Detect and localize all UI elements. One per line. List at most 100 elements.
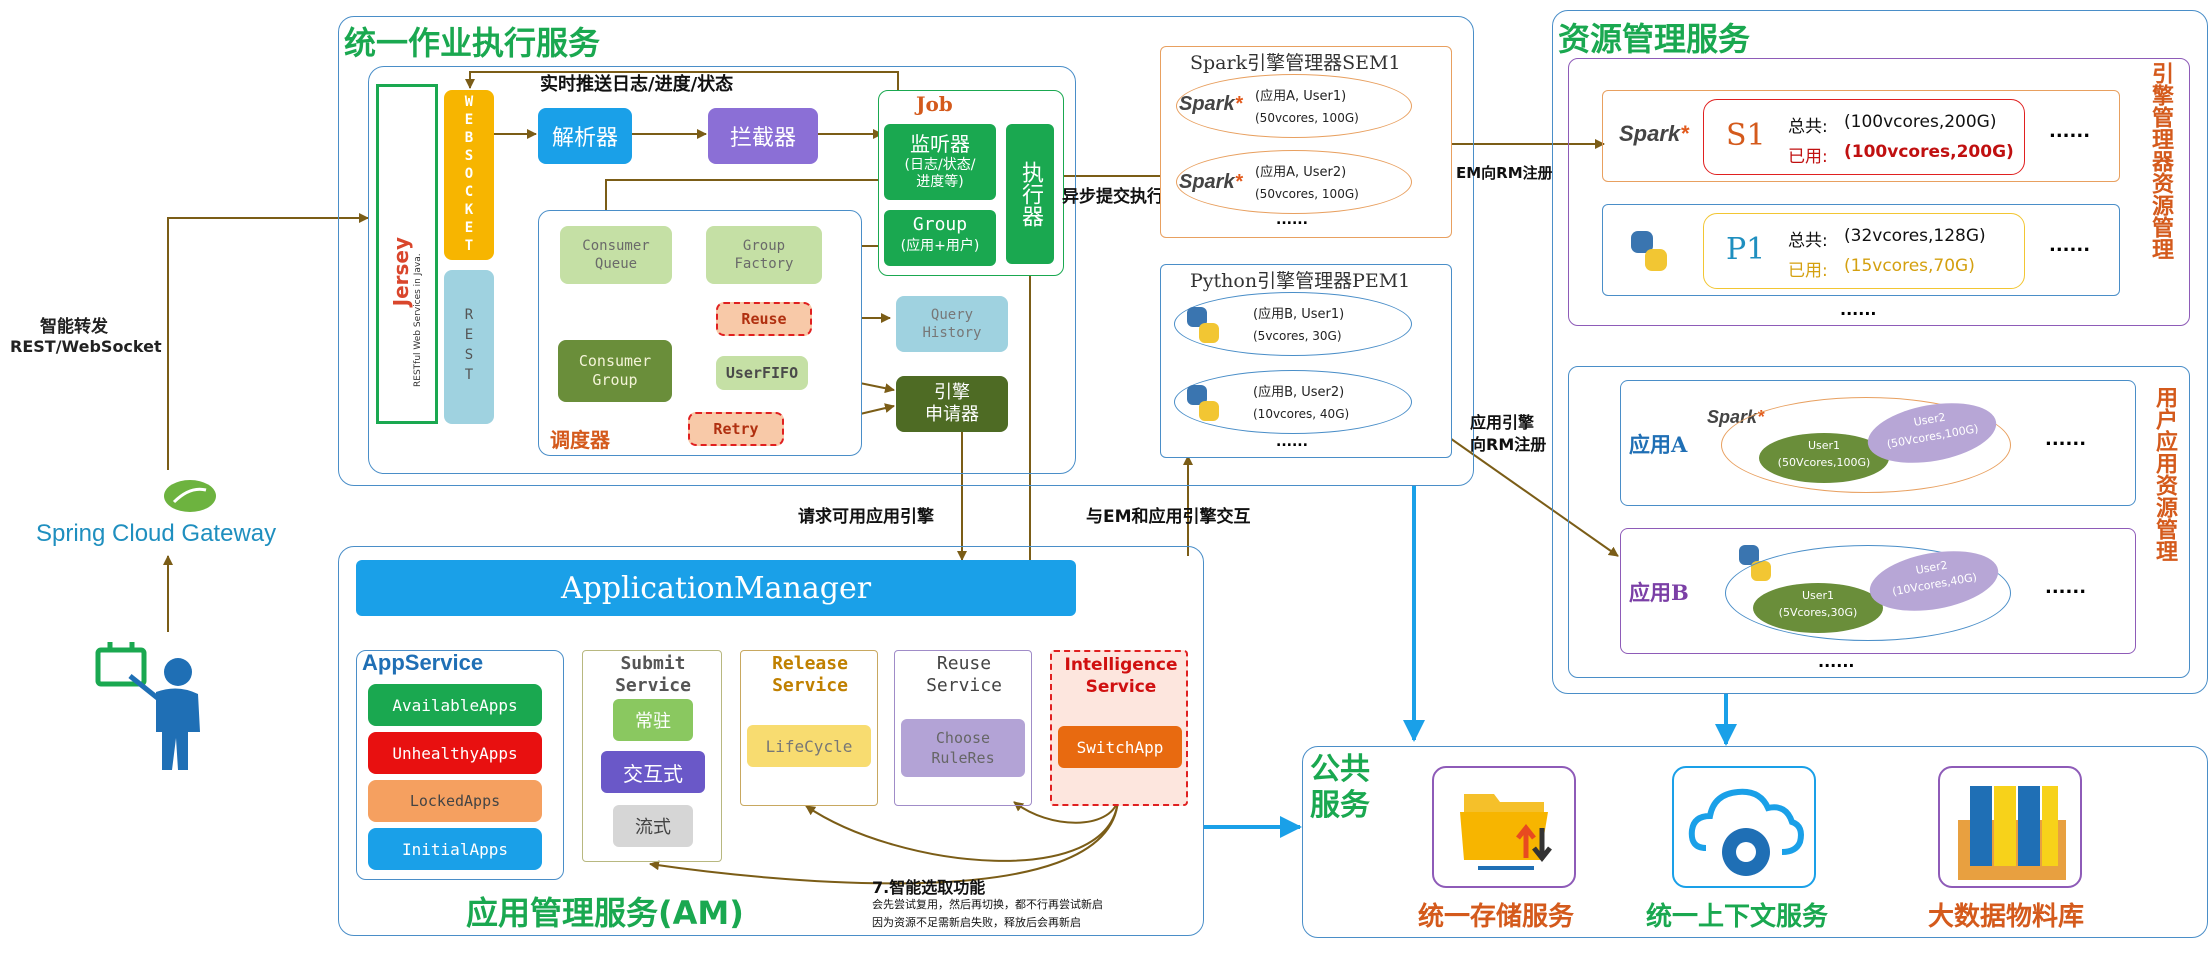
python-em-more: ...... [1276,434,1308,450]
public-panel [1302,746,2208,938]
engine-res-panel [1568,58,2190,326]
app-service-title: AppService [362,650,484,675]
gateway-forward-label: 智能转发 [40,317,108,337]
interact-label: 与EM和应用引擎交互 [1086,507,1251,527]
release-service-panel: Release Service LifeCycle [740,650,878,806]
am-title: 应用管理服务(AM) [466,894,744,932]
spark-engine-2[interactable]: Spark* (应用A, User2) (50vcores, 100G) [1176,150,1412,214]
user-res-panel [1568,366,2190,678]
lifecycle-box[interactable]: LifeCycle [747,725,871,767]
spark-em-more: ...... [1276,212,1308,228]
retry-box[interactable]: Retry [688,412,784,446]
python-logo-icon [1631,231,1667,271]
app-b-row: 应用B User1(5Vcores,30G) User2(10Vcores,40… [1620,528,2136,654]
entrance-panel [368,66,1076,474]
reuse-service-panel: Reuse Service Choose RuleRes [894,650,1032,806]
python-engine-2[interactable]: (应用B, User2) (10vcores, 40G) [1174,370,1412,434]
async-submit-label: 异步提交执行 [1062,187,1164,207]
context-tile[interactable] [1672,766,1816,888]
user-fifo-box[interactable]: UserFIFO [716,356,808,390]
context-label: 统一上下文服务 [1646,902,1829,932]
jersey-logo: Jersey [389,237,413,307]
user-res-more: ...... [1818,652,1855,671]
arrow-smart-submit [649,799,1119,885]
arrow-listener-queue [601,179,882,223]
job-title: Job [916,92,953,116]
s1-box[interactable]: S1 总共: (100vcores,200G) 已用: (100vcores,2… [1703,99,2025,175]
query-history-box[interactable]: Query History [896,296,1008,352]
unified-job-panel [338,16,1474,486]
user-res-title: 用户应用资源管理 [2152,386,2177,562]
s1-row: Spark* S1 总共: (100vcores,200G) 已用: (100v… [1602,90,2120,182]
request-engine-label: 请求可用应用引擎 [798,507,934,527]
parser-box[interactable]: 解析器 [538,108,632,164]
engine-res-title: 引擎管理器资源管理 [2148,62,2173,260]
user-icon [90,640,220,770]
arrow-smart-lifecycle [805,799,1119,862]
em-register-label: EM向RM注册 [1456,164,1553,182]
engine-res-more: ...... [1840,300,1877,319]
switch-app-box[interactable]: SwitchApp [1058,726,1182,768]
scheduler-label: 调度器 [550,428,610,452]
gateway-label: Spring Cloud Gateway [36,520,277,547]
group-box[interactable]: Group (应用+用户) [884,210,996,266]
binders-icon [1958,786,2066,880]
app-b-user1[interactable]: User1(5Vcores,30G) [1753,583,1883,633]
app-service-panel [356,650,564,880]
group-factory-box[interactable]: Group Factory [706,226,822,284]
unified-job-title: 统一作业执行服务 [344,24,601,62]
python-em-title: Python引擎管理器PEM1 [1190,270,1411,292]
spark-engine-1[interactable]: Spark* (应用A, User1) (50vcores, 100G) [1176,74,1412,138]
consumer-queue-box[interactable]: Consumer Queue [560,226,672,284]
listener-box[interactable]: 监听器 (日志/状态/ 进度等) [884,124,996,200]
intelligence-service-panel: Intelligence Service SwitchApp [1050,650,1188,806]
consumer-group-box[interactable]: Consumer Group [558,340,672,402]
jersey-sub: RESTful Web Services in Java. [413,253,423,387]
smart-select-line1: 会先尝试复用，然后再切换，都不行再尝试新启 [872,898,1103,911]
resource-panel [1552,10,2208,694]
application-manager-bar[interactable]: ApplicationManager [356,560,1076,616]
spark-logo-icon: Spark* [1179,93,1243,115]
initial-apps-box[interactable]: InitialApps [368,828,542,870]
choose-rule-box[interactable]: Choose RuleRes [901,719,1025,777]
folder-upload-icon [1460,794,1552,870]
python-logo-icon [1187,385,1219,421]
storage-label: 统一存储服务 [1418,902,1575,932]
material-tile[interactable] [1938,766,2082,888]
submit-service-panel: Submit Service 常驻 交互式 流式 [582,650,722,862]
resident-box[interactable]: 常驻 [613,699,693,741]
spring-cloud-gateway[interactable]: Spring Cloud Gateway [30,470,300,550]
gateway-protocol-label: REST/WebSocket [10,337,162,356]
python-engine-1[interactable]: (应用B, User1) (5vcores, 30G) [1174,292,1412,356]
app-a-user1[interactable]: User1(50Vcores,100G) [1759,433,1889,483]
storage-tile[interactable] [1432,766,1576,888]
locked-apps-box[interactable]: LockedApps [368,780,542,822]
websocket-box: WEBSOCKET [444,90,494,260]
unhealthy-apps-box[interactable]: UnhealthyApps [368,732,542,774]
push-log-label: 实时推送日志/进度/状态 [540,74,734,95]
reuse-box[interactable]: Reuse [716,302,812,336]
resource-title: 资源管理服务 [1558,20,1751,58]
material-label: 大数据物料库 [1928,902,2085,932]
cloud-gear-icon [1688,788,1804,876]
am-panel [338,546,1204,936]
spring-leaf-icon [164,480,216,512]
p1-row: P1 总共: (32vcores,128G) 已用: (15vcores,70G… [1602,204,2120,296]
interactive-box[interactable]: 交互式 [601,751,705,793]
engine-register-label: 应用引擎 向RM注册 [1470,413,1547,454]
smart-select-line2: 因为资源不足需新启失败，释放后会再新启 [872,916,1081,929]
arrow-gateway-entrance [167,213,369,470]
spark-logo-icon: Spark* [1179,171,1243,193]
app-a-row: 应用A Spark* User1(50Vcores,100G) User2(50… [1620,380,2136,506]
jersey-box: Jersey RESTful Web Services in Java. [376,84,438,424]
executor-box[interactable]: 执行器 [1006,124,1054,264]
interceptor-box[interactable]: 拦截器 [708,108,818,164]
app-b-ellipse [1725,545,2011,641]
app-a-ellipse [1721,397,2011,493]
engine-applier-box[interactable]: 引擎 申请器 [896,376,1008,432]
available-apps-box[interactable]: AvailableApps [368,684,542,726]
streaming-box[interactable]: 流式 [613,805,693,847]
p1-box[interactable]: P1 总共: (32vcores,128G) 已用: (15vcores,70G… [1703,213,2025,289]
spark-logo-icon: Spark* [1619,121,1689,146]
public-title: 公共 服务 [1310,752,1370,823]
